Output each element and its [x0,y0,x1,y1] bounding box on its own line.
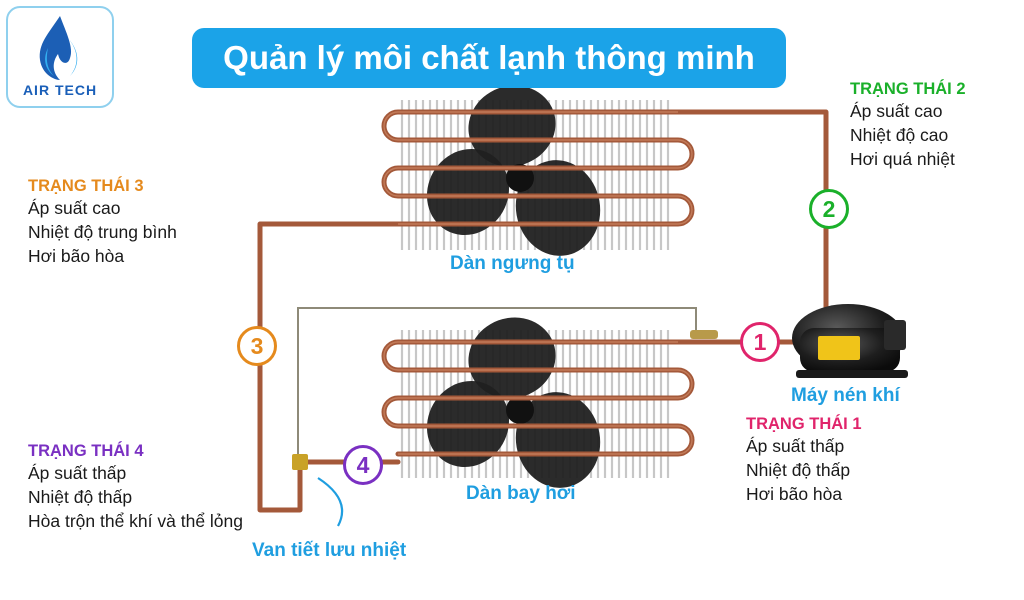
expansion-valve-body [292,454,308,470]
fan-blade [515,392,601,488]
state2-title: TRẠNG THÁI 2 [850,80,966,98]
state1-info: TRẠNG THÁI 1 Áp suất thấp Nhiệt độ thấp … [746,415,862,506]
expansion-valve [292,454,344,527]
state1-line-1: Áp suất thấp [746,436,845,456]
state2-info: TRẠNG THÁI 2 Áp suất cao Nhiệt độ cao Hơ… [850,80,966,171]
coil-tube-highlight [383,341,693,455]
airtech-logo: AIR TECH [6,6,114,108]
fan-hub [506,164,534,192]
state4-line-2: Nhiệt độ thấp [28,487,133,507]
compressor-label-plate [818,336,860,360]
fan-hub [506,396,534,424]
sensing-bulb [690,330,718,339]
fan-blade [468,317,556,399]
state3-title: TRẠNG THÁI 3 [28,177,144,195]
evaporator-coil [381,317,695,488]
state1-line-3: Hơi bão hòa [746,484,843,504]
discharge-line [675,109,829,315]
state2-line-2: Nhiệt độ cao [850,125,949,145]
compressor-label: Máy nén khí [791,385,900,406]
state4-badge: 4 [343,445,383,485]
drop-flame-icon [39,16,78,80]
state1-line-2: Nhiệt độ thấp [746,460,851,480]
valve-pointer-line [317,477,344,527]
state3-info: TRẠNG THÁI 3 Áp suất cao Nhiệt độ trung … [28,177,177,268]
fan-blade [468,85,556,167]
coil-tube-highlight [383,111,693,225]
compressor [792,304,908,378]
compressor-terminal-box [884,320,906,350]
state2-line-3: Hơi quá nhiệt [850,149,955,169]
state2-line-1: Áp suất cao [850,101,943,121]
state1-badge: 1 [740,322,780,362]
state3-line-1: Áp suất cao [28,198,121,218]
state4-line-3: Hòa trộn thể khí và thể lỏng [28,511,243,531]
state4-info: TRẠNG THÁI 4 Áp suất thấp Nhiệt độ thấp … [28,442,243,533]
liquid-line [257,221,401,513]
compressor-base [796,370,908,378]
capillary-tube [297,307,697,460]
state3-line-2: Nhiệt độ trung bình [28,222,177,242]
condenser-label: Dàn ngưng tụ [450,253,575,274]
state1-title: TRẠNG THÁI 1 [746,415,862,433]
condenser-coil [381,85,695,256]
evaporator-label: Dàn bay hơi [466,483,576,504]
page-title: Quản lý môi chất lạnh thông minh [192,28,786,88]
fan-blade [515,160,601,256]
state4-line-1: Áp suất thấp [28,463,127,483]
state3-badge: 3 [237,326,277,366]
logo-text: AIR TECH [22,82,98,98]
state4-title: TRẠNG THÁI 4 [28,442,144,460]
refrigerant-pipes [257,109,829,513]
valve-label: Van tiết lưu nhiệt [252,540,407,561]
state3-line-3: Hơi bão hòa [28,246,125,266]
state2-badge: 2 [809,189,849,229]
